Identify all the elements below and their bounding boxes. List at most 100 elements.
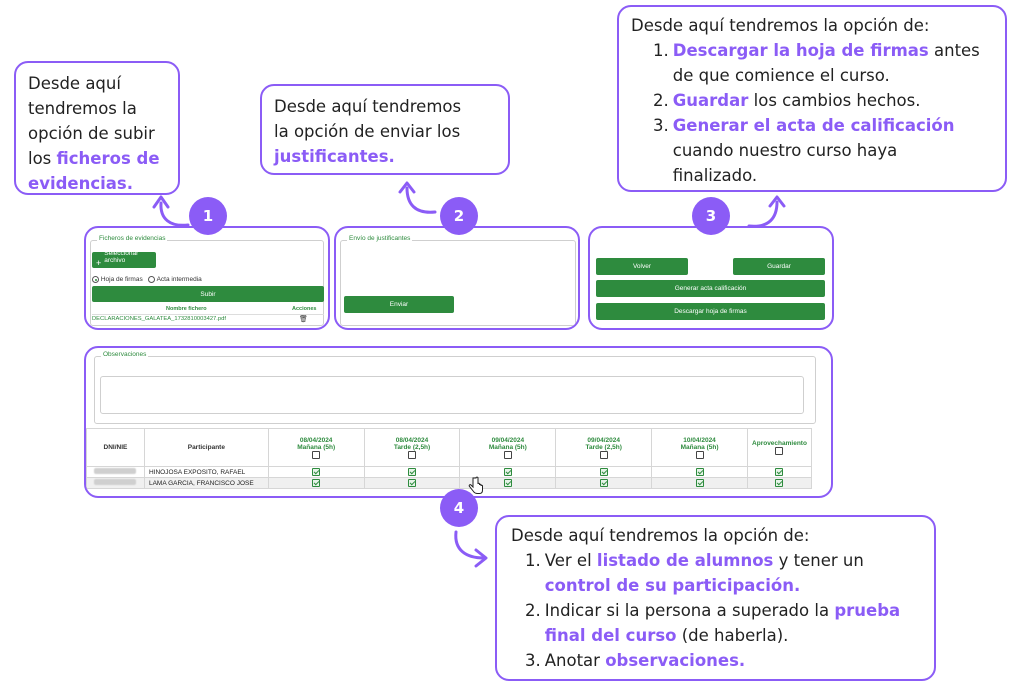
callout-text: la opción de enviar los: [274, 122, 461, 141]
table-row: HINOJOSA EXPOSITO, RAFAEL: [86, 466, 813, 478]
callout-intro: Desde aquí tendremos la opción de:: [511, 526, 810, 545]
download-signature-sheet-button[interactable]: Descargar hoja de firmas: [596, 303, 825, 320]
files-col-actions: Acciones: [292, 306, 317, 312]
callout-text: Indicar si la persona a superado la: [544, 601, 835, 620]
callout-text: finalizado.: [672, 166, 758, 185]
save-button[interactable]: Guardar: [733, 258, 825, 275]
radio-label: Hoja de firmas: [100, 276, 143, 284]
generate-record-button[interactable]: Generar acta calificación: [596, 280, 825, 297]
select-file-label: Seleccionar archivo: [104, 250, 139, 264]
callout-highlight: prueba: [834, 601, 901, 620]
plus-icon: +: [96, 258, 102, 268]
attendance-checkbox[interactable]: [408, 479, 417, 487]
radio-group: Hoja de firmas Acta intermedia: [92, 276, 202, 283]
panel-justifications: Envío de justificantes Enviar: [334, 226, 580, 330]
fieldset-legend: Ficheros de evidencias: [97, 235, 168, 242]
upload-button[interactable]: Subir: [92, 286, 324, 302]
list-number: 3.: [525, 651, 541, 670]
callout-highlight: ficheros de: [56, 149, 160, 168]
step-badge-3: 3: [692, 197, 730, 235]
panel-evidence-files: Ficheros de evidencias + Seleccionar arc…: [84, 226, 330, 330]
select-all-checkbox[interactable]: [503, 450, 512, 459]
callout-text: antes: [928, 41, 980, 60]
attendance-checkbox[interactable]: [503, 479, 512, 487]
callout-text: Desde aquí tendremos: [274, 97, 462, 116]
callout-participants: Desde aquí tendremos la opción de: 1.Ver…: [495, 515, 936, 681]
select-all-checkbox[interactable]: [599, 450, 608, 459]
aprovechamiento-checkbox[interactable]: [775, 479, 784, 487]
callout-text: (de haberla).: [676, 626, 789, 645]
attendance-checkbox[interactable]: [503, 468, 512, 476]
step-badge-1: 1: [189, 197, 227, 235]
fieldset-observations: Observaciones: [94, 351, 816, 424]
col-participant: Participante: [143, 428, 269, 467]
file-link[interactable]: DECLARACIONES_GALATEA_1732810003427.pdf: [92, 316, 226, 322]
participant-name: LAMA GARCIA, FRANCISCO JOSE: [143, 477, 269, 489]
callout-evidence-files: Desde aquí tendremos la opción de subir …: [14, 61, 180, 195]
callout-highlight: final del curso: [544, 626, 677, 645]
callout-text: cuando nuestro curso haya: [672, 141, 898, 160]
send-button[interactable]: Enviar: [344, 296, 454, 313]
fieldset-justifications: Envío de justificantes: [340, 235, 576, 326]
panel-actions: Volver Guardar Generar acta calificación…: [588, 226, 834, 330]
callout-intro: Desde aquí tendremos la opción de:: [631, 16, 930, 35]
list-number: 1.: [653, 41, 669, 60]
select-all-checkbox[interactable]: [408, 450, 417, 459]
list-number: 1.: [525, 551, 541, 570]
curved-arrow-icon: [454, 530, 488, 568]
callout-highlight: control de su participación.: [544, 576, 801, 595]
table-row: LAMA GARCIA, FRANCISCO JOSE: [86, 477, 813, 489]
select-all-checkbox[interactable]: [775, 447, 784, 455]
select-all-checkbox[interactable]: [695, 450, 704, 459]
callout-highlight: Generar el acta de calificación: [672, 116, 955, 135]
callout-highlight: justificantes.: [274, 147, 395, 166]
callout-highlight: Descargar la hoja de firmas: [672, 41, 929, 60]
radio-interim-record[interactable]: [148, 276, 156, 283]
hand-cursor-icon: [468, 476, 483, 494]
callout-highlight: listado de alumnos: [596, 551, 774, 570]
attendance-checkbox[interactable]: [408, 468, 417, 476]
list-number: 2.: [653, 91, 669, 110]
curved-arrow-icon: [152, 195, 190, 227]
callout-text: los cambios hechos.: [748, 91, 921, 110]
callout-highlight: Guardar: [672, 91, 749, 110]
callout-actions: Desde aquí tendremos la opción de: 1.Des…: [617, 5, 1007, 192]
observations-textarea[interactable]: [100, 376, 804, 414]
callout-text: Ver el: [544, 551, 597, 570]
attendance-checkbox[interactable]: [312, 468, 321, 476]
select-all-checkbox[interactable]: [312, 450, 321, 459]
callout-text: opción de subir: [28, 124, 155, 143]
attendance-checkbox[interactable]: [599, 468, 608, 476]
fieldset-legend: Observaciones: [101, 351, 149, 358]
step-badge-2: 2: [440, 197, 478, 235]
back-button[interactable]: Volver: [596, 258, 688, 275]
radio-label: Acta intermedia: [156, 276, 202, 284]
callout-text: Desde aquí: [28, 74, 121, 93]
aprovechamiento-checkbox[interactable]: [775, 468, 784, 476]
curved-arrow-icon: [398, 181, 437, 214]
list-number: 3.: [653, 116, 669, 135]
list-number: 2.: [525, 601, 541, 620]
callout-text: y tener un: [773, 551, 864, 570]
col-aprovechamiento: Aprovechamiento: [746, 428, 813, 467]
trash-icon[interactable]: 🗑: [299, 316, 308, 323]
select-file-button[interactable]: + Seleccionar archivo: [92, 250, 156, 268]
callout-text: tendremos la: [28, 99, 137, 118]
callout-highlight: observaciones.: [605, 651, 746, 670]
attendance-checkbox[interactable]: [312, 479, 321, 487]
attendance-checkbox[interactable]: [599, 479, 608, 487]
panel-participants: Observaciones DNI/NIE Participante 08/04…: [84, 346, 833, 498]
attendance-checkbox[interactable]: [695, 468, 704, 476]
callout-text: Anotar: [544, 651, 606, 670]
radio-signature-sheet[interactable]: [92, 276, 99, 283]
step-badge-4: 4: [440, 489, 478, 527]
attendance-checkbox[interactable]: [695, 479, 704, 487]
fieldset-legend: Envío de justificantes: [347, 235, 413, 242]
fieldset-evidence-files: Ficheros de evidencias: [90, 235, 324, 326]
